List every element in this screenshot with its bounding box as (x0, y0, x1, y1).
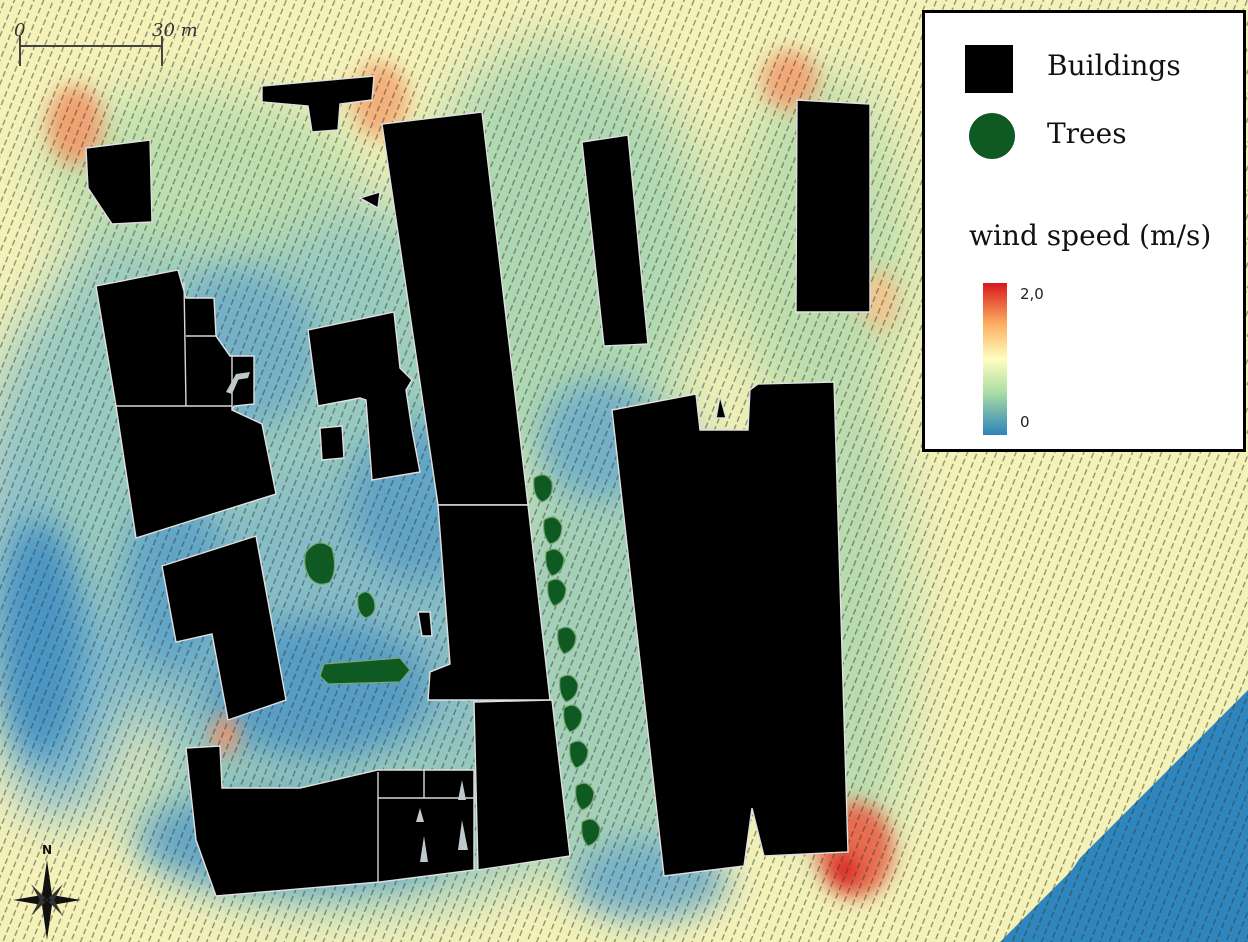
building (427, 504, 551, 701)
tree (559, 674, 579, 703)
tree (575, 782, 595, 811)
buildings-swatch (965, 45, 1013, 93)
building (85, 139, 153, 225)
building (307, 311, 421, 481)
north-arrow-icon: N (13, 843, 81, 940)
building (795, 99, 871, 313)
tree (319, 657, 411, 685)
building (185, 745, 475, 897)
building (581, 134, 649, 347)
legend: Buildings Trees wind speed (m/s) 2,0 0 (922, 10, 1246, 452)
tree (569, 740, 589, 769)
scale-bar: 0 30 m (14, 20, 198, 66)
tree (581, 818, 601, 847)
scale-bar-start-label: 0 (14, 20, 25, 41)
building-courtyard-marker (715, 395, 727, 419)
tree (357, 591, 376, 619)
tree (547, 578, 567, 607)
ramp-max-label: 2,0 (1020, 285, 1044, 303)
building (417, 611, 433, 637)
tree (563, 704, 583, 733)
tree (545, 548, 565, 577)
wind-speed-legend-title: wind speed (m/s) (969, 219, 1212, 252)
tree (543, 516, 563, 545)
tree (557, 626, 577, 655)
building (473, 699, 571, 871)
building (611, 381, 849, 877)
trees-swatch (969, 113, 1015, 159)
scale-bar-end-label: 30 m (152, 20, 198, 41)
building (261, 75, 375, 133)
building-small-courtyards (226, 372, 468, 862)
tree (533, 474, 553, 503)
north-label: N (42, 843, 52, 857)
trees-layer (304, 474, 601, 847)
buildings-legend-label: Buildings (1047, 49, 1181, 82)
tree (304, 542, 336, 585)
building (161, 535, 287, 721)
building (319, 425, 345, 461)
ramp-min-label: 0 (1020, 413, 1030, 431)
building (358, 191, 381, 210)
trees-legend-label: Trees (1047, 117, 1127, 150)
building-divisions (116, 281, 474, 882)
wind-speed-color-ramp (983, 283, 1007, 435)
